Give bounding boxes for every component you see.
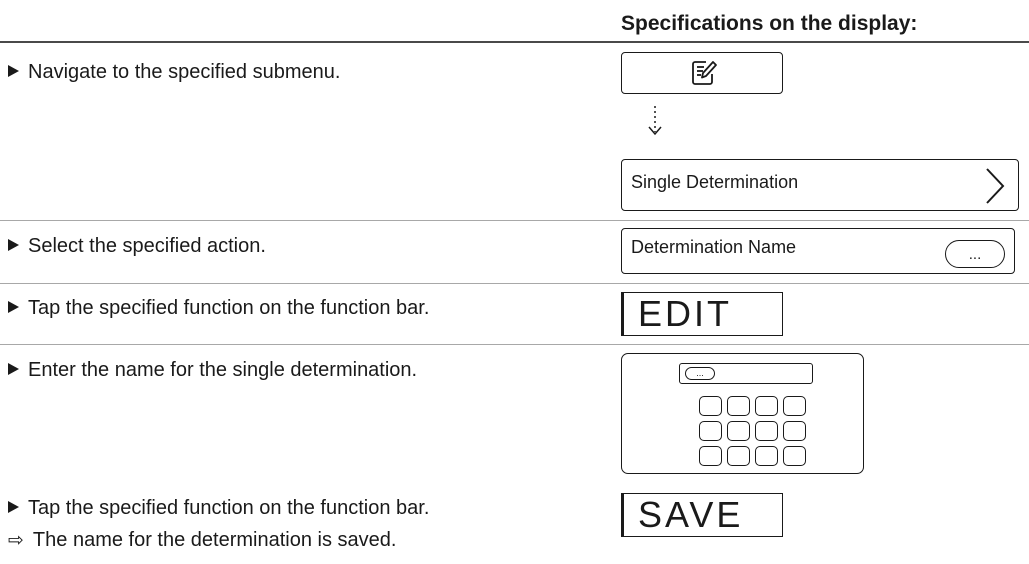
edit-menu-icon	[692, 61, 717, 85]
row-divider	[0, 283, 1029, 284]
keypad-key[interactable]	[727, 396, 750, 416]
step-5-text: Tap the specified function on the functi…	[28, 497, 430, 519]
keypad-key[interactable]	[727, 421, 750, 441]
keypad-key[interactable]	[755, 421, 778, 441]
keypad-key[interactable]	[699, 396, 722, 416]
name-input-field[interactable]: ...	[679, 363, 813, 384]
edit-button-label: EDIT	[638, 293, 733, 334]
chevron-right-icon	[986, 168, 1005, 204]
step-1: Navigate to the specified submenu.	[8, 61, 340, 84]
step-4-text: Enter the name for the single determinat…	[28, 359, 418, 381]
ellipsis-button[interactable]: ...	[945, 240, 1005, 268]
save-button[interactable]: SAVE	[621, 493, 783, 537]
input-ellipsis-text: ...	[696, 368, 704, 378]
keypad-key[interactable]	[755, 396, 778, 416]
row-divider	[0, 220, 1029, 221]
input-ellipsis-pill: ...	[685, 367, 715, 380]
triangle-bullet-icon	[8, 301, 19, 313]
keyboard-dialog: ...	[621, 353, 864, 474]
result-line: ⇨ The name for the determination is saved…	[8, 529, 396, 552]
section-header: Specifications on the display:	[621, 12, 918, 35]
keypad-key[interactable]	[783, 421, 806, 441]
keypad-key[interactable]	[727, 446, 750, 466]
row-divider	[0, 344, 1029, 345]
keypad-key[interactable]	[699, 446, 722, 466]
step-3: Tap the specified function on the functi…	[8, 297, 429, 320]
keypad-key[interactable]	[755, 446, 778, 466]
keypad-key[interactable]	[783, 396, 806, 416]
menu-icon-display[interactable]	[621, 52, 783, 94]
result-text: The name for the determination is saved.	[32, 529, 397, 551]
action-item-label: Determination Name	[631, 237, 797, 257]
action-item-determination-name[interactable]: Determination Name ...	[621, 228, 1015, 274]
triangle-bullet-icon	[8, 363, 19, 375]
keypad-key[interactable]	[699, 421, 722, 441]
step-2: Select the specified action.	[8, 235, 266, 258]
edit-button[interactable]: EDIT	[621, 292, 783, 336]
submenu-item-single-determination[interactable]: Single Determination	[621, 159, 1019, 211]
step-3-text: Tap the specified function on the functi…	[28, 297, 430, 319]
save-button-label: SAVE	[638, 494, 744, 535]
header-rule	[0, 41, 1029, 43]
submenu-item-label: Single Determination	[631, 172, 799, 192]
triangle-bullet-icon	[8, 239, 19, 251]
triangle-bullet-icon	[8, 501, 19, 513]
step-1-text: Navigate to the specified submenu.	[28, 61, 341, 83]
keypad-grid	[699, 396, 807, 468]
ellipsis-button-label: ...	[968, 245, 982, 263]
step-4: Enter the name for the single determinat…	[8, 359, 417, 382]
step-5: Tap the specified function on the functi…	[8, 497, 429, 520]
dotted-down-arrow-icon	[648, 106, 662, 136]
step-2-text: Select the specified action.	[28, 235, 266, 257]
triangle-bullet-icon	[8, 65, 19, 77]
keypad-key[interactable]	[783, 446, 806, 466]
result-arrow-icon: ⇨	[8, 530, 24, 551]
